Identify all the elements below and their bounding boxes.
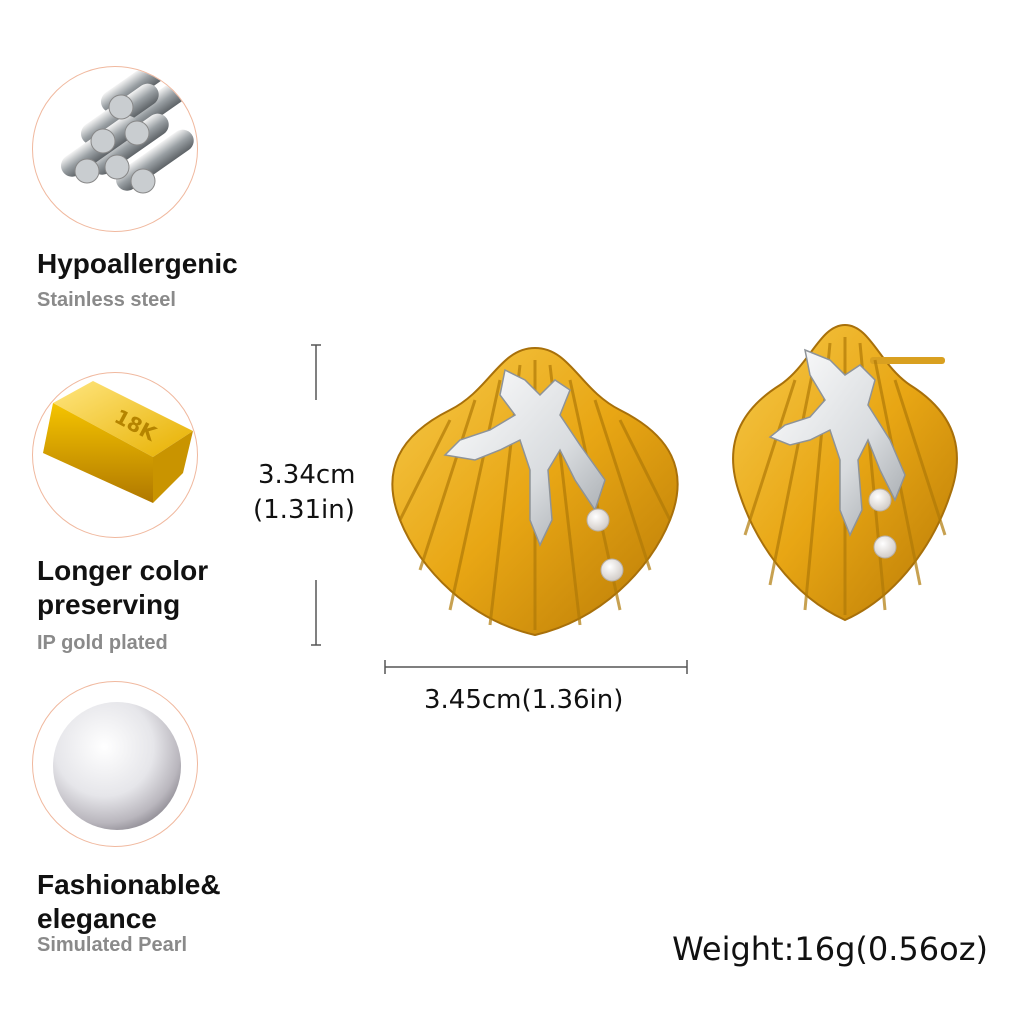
feature-title-hypoallergenic: Hypoallergenic: [37, 248, 238, 279]
steel-rods-circle: [32, 66, 198, 232]
pearl-circle: [32, 681, 198, 847]
right-earring: [732, 323, 958, 622]
weight-label: Weight:16g(0.56oz): [672, 930, 988, 968]
dimension-lines: [311, 344, 688, 674]
pearl-icon: [53, 702, 181, 830]
width-label: 3.45cm(1.36in): [424, 685, 624, 715]
feature-subtitle-pearl: Simulated Pearl: [37, 934, 188, 956]
steel-rods-icon: [61, 67, 194, 194]
feature-title-color: Longer color preserving: [37, 555, 209, 620]
gold-bar-circle: 18K: [32, 372, 198, 538]
feature-title-elegance: Fashionable& elegance: [37, 869, 221, 934]
feature-subtitle-ip-gold: IP gold plated: [37, 632, 168, 654]
earring-post: [870, 357, 945, 364]
left-earring: [391, 346, 679, 637]
height-cm-label: 3.34cm: [258, 460, 356, 490]
height-in-label: (1.31in): [253, 495, 355, 525]
shell-earrings-image: [391, 323, 958, 637]
feature-subtitle-stainless: Stainless steel: [37, 289, 176, 311]
gold-bar-icon: 18K: [43, 381, 193, 503]
